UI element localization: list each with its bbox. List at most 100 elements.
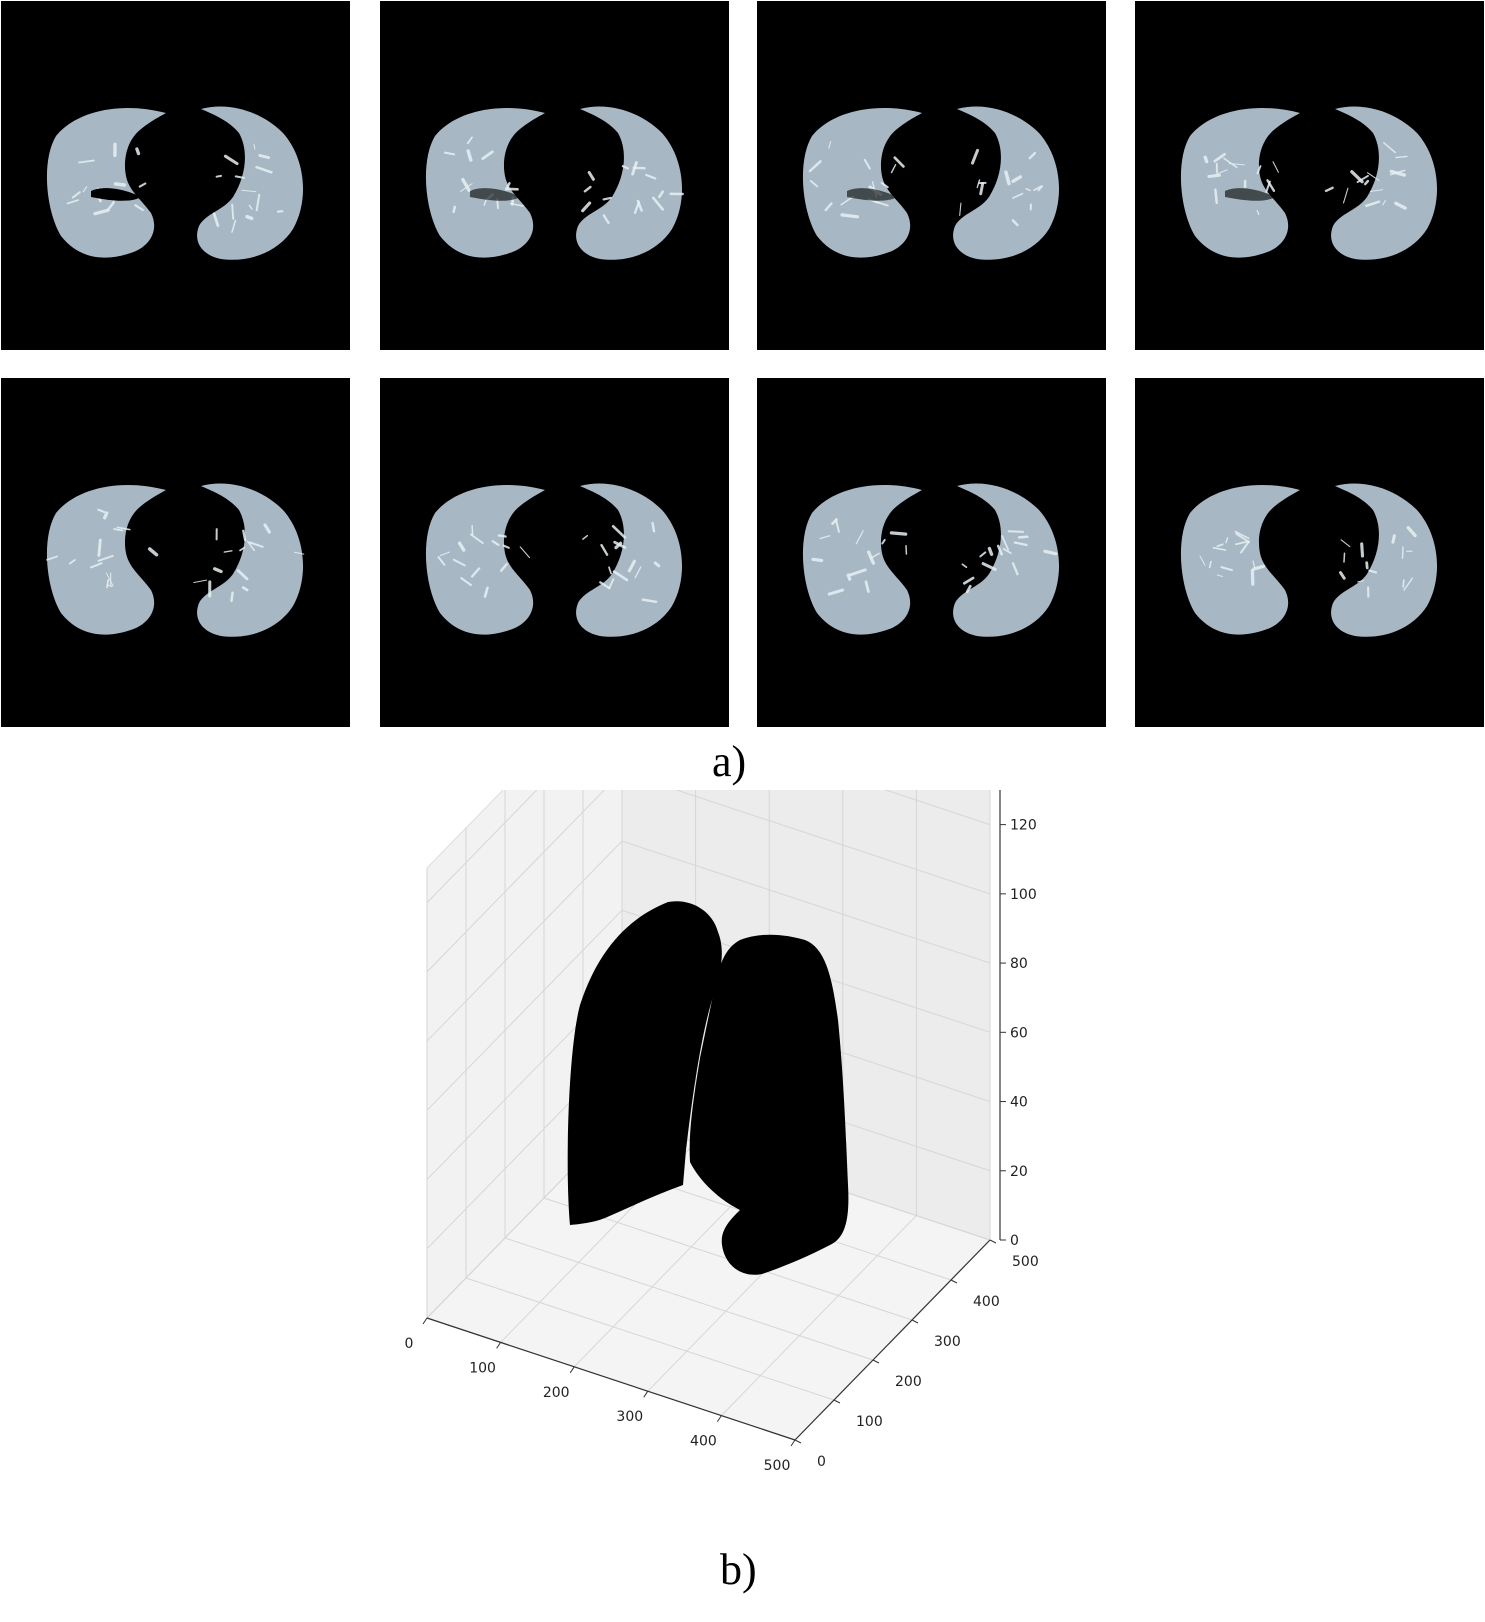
- vessel: [236, 569, 249, 581]
- vessel: [1199, 555, 1206, 566]
- vessel: [230, 591, 234, 603]
- grid-line-z: [426, 909, 991, 1111]
- left-lung-mask: [1180, 107, 1300, 258]
- vessel: [1214, 188, 1218, 205]
- vessel: [959, 202, 962, 217]
- vessel: [258, 154, 271, 160]
- vessel: [241, 586, 249, 592]
- y-tick-label: 300: [934, 1334, 961, 1350]
- vessel: [1017, 535, 1029, 539]
- z-tick-label: 120: [1010, 818, 1037, 834]
- right-lung-mask: [576, 106, 683, 260]
- vessel: [470, 533, 484, 544]
- vessel: [93, 208, 110, 216]
- vessel: [1235, 540, 1248, 546]
- vessel: [239, 546, 246, 552]
- vessel: [253, 143, 256, 150]
- vessel: [470, 567, 481, 578]
- vessel: [996, 544, 1003, 556]
- vessel: [1001, 535, 1010, 551]
- vessel: [213, 567, 223, 574]
- vessel: [890, 163, 897, 174]
- vessel: [979, 182, 985, 196]
- vessel: [1401, 546, 1404, 559]
- vessel: [1402, 579, 1405, 588]
- vessel: [1037, 185, 1044, 192]
- vessel: [255, 193, 261, 212]
- vessel: [962, 576, 975, 585]
- vessel: [1012, 192, 1024, 199]
- z-tick-label: 100: [1010, 887, 1037, 903]
- vessel: [641, 598, 658, 604]
- vessel: [893, 156, 905, 168]
- vessel: [1350, 170, 1364, 184]
- vessel: [827, 588, 845, 596]
- vessel: [1207, 173, 1221, 178]
- vessel: [502, 544, 510, 549]
- vessel: [1369, 189, 1384, 192]
- ct-slice-tile: [1, 378, 350, 727]
- vessel: [1208, 560, 1212, 569]
- ct-slice-image: [1180, 483, 1438, 637]
- vessel: [1252, 560, 1256, 569]
- vessel: [255, 165, 273, 174]
- panel-a-caption: a): [712, 737, 747, 786]
- y-tick: [794, 1439, 802, 1444]
- vessel: [1339, 571, 1346, 580]
- vessel: [808, 160, 822, 173]
- vessel: [971, 148, 979, 165]
- left-lung-mask: [46, 107, 167, 258]
- vessel: [608, 566, 612, 575]
- vessel: [582, 534, 589, 540]
- vessel: [881, 538, 886, 545]
- vessel: [602, 214, 610, 225]
- right-lung-mask: [953, 483, 1060, 637]
- ct-slice-tile: [380, 1, 729, 350]
- vessel: [215, 174, 222, 178]
- vessel: [1256, 209, 1260, 216]
- vessel: [78, 159, 95, 164]
- vessel: [1215, 169, 1228, 175]
- airway: [91, 188, 141, 201]
- x-tick: [790, 1439, 796, 1447]
- vessel: [1324, 186, 1334, 193]
- grid-line-z: [426, 840, 991, 1042]
- vessel: [587, 171, 595, 181]
- left-lung-mask: [425, 107, 545, 258]
- vessel: [1391, 534, 1396, 544]
- vessel: [242, 529, 247, 542]
- ct-slice-tile: [1135, 1, 1484, 350]
- vessel: [466, 136, 473, 145]
- z-tick-label: 20: [1010, 1164, 1028, 1180]
- vessel: [1256, 165, 1262, 175]
- vessel: [113, 182, 127, 187]
- ct-slice-tile: [380, 378, 729, 727]
- vessel: [864, 580, 870, 593]
- right-lung-volume: [689, 934, 849, 1275]
- vessel: [234, 175, 245, 179]
- vessel: [846, 573, 852, 581]
- vessel: [979, 551, 987, 558]
- vessel: [1394, 201, 1407, 210]
- ct-slice-image: [425, 483, 683, 637]
- vessel: [68, 559, 76, 565]
- vessel: [1002, 547, 1012, 554]
- vessel: [491, 540, 500, 546]
- vessel: [1011, 562, 1019, 576]
- vessel: [1225, 537, 1229, 544]
- vessel: [1220, 566, 1233, 572]
- vessel: [965, 584, 972, 594]
- ct-slice-tile: [1135, 378, 1484, 727]
- vessel: [466, 149, 473, 162]
- left-lung-mask: [1180, 484, 1300, 635]
- vessel: [97, 554, 114, 562]
- vessel: [1406, 526, 1417, 538]
- vessel: [103, 511, 109, 520]
- x-tick: [716, 1415, 722, 1422]
- vessel: [581, 201, 592, 213]
- vessel: [461, 177, 471, 193]
- vessel: [976, 179, 981, 189]
- vessel: [134, 204, 144, 212]
